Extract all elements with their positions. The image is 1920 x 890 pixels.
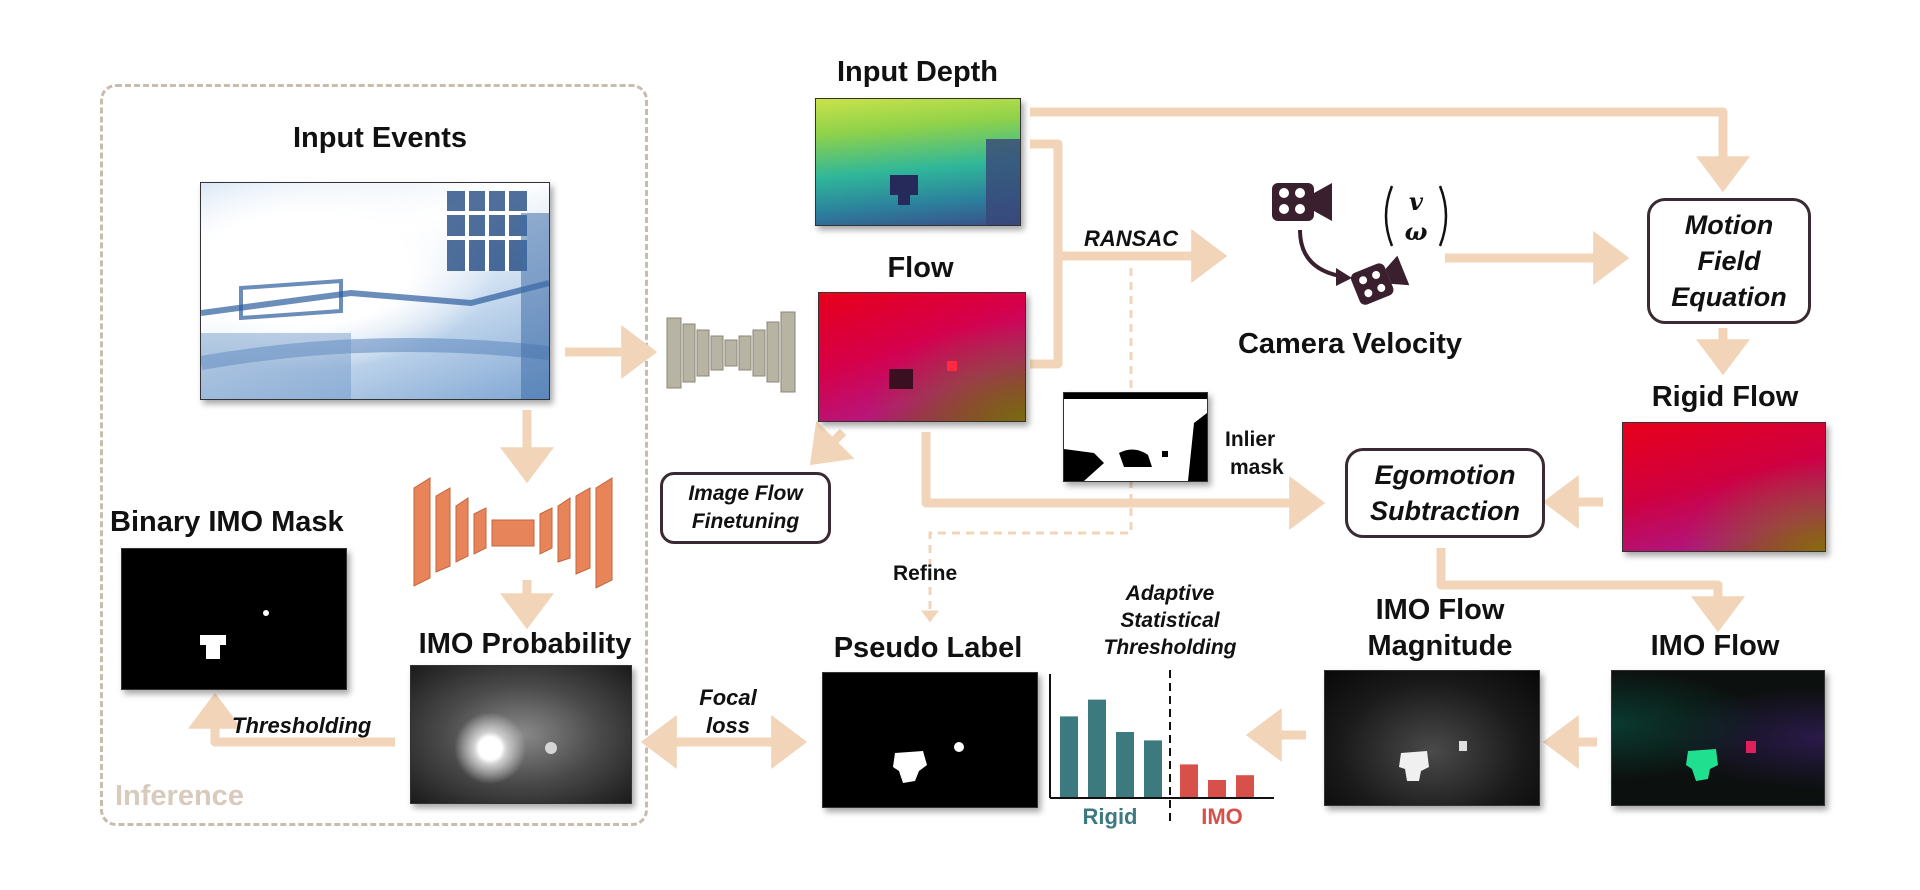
- input-events-image: [200, 182, 550, 400]
- imo-flow-title: IMO Flow: [1650, 630, 1780, 662]
- motion-field-line3: Equation: [1671, 282, 1787, 312]
- imo-flow-magnitude-title-2: Magnitude: [1367, 630, 1513, 662]
- camera-icon: [1272, 183, 1332, 221]
- inlier-mask-image: [1063, 392, 1208, 482]
- input-depth-title: Input Depth: [836, 56, 999, 88]
- threshold-chart: Rigid IMO: [1049, 670, 1274, 829]
- imo-flow-image: [1611, 670, 1825, 806]
- chart-bar-rigid-4: [1144, 740, 1162, 798]
- camera-velocity-title: Camera Velocity: [1237, 328, 1463, 360]
- chart-bar-rigid-1: [1060, 716, 1078, 798]
- arrow-depth-to-motionfield: [1030, 107, 1750, 193]
- inlier-mask-label-1: Inlier: [1225, 428, 1276, 451]
- chart-bar-imo-1: [1180, 764, 1198, 798]
- rigid-flow-image: [1622, 422, 1826, 552]
- ransac-label: RANSAC: [1084, 226, 1179, 251]
- egomotion-subtraction-box: Egomotion Subtraction: [1345, 448, 1545, 538]
- finetune-line1: Image Flow: [688, 482, 803, 505]
- imo-flow-magnitude-title-1: IMO Flow: [1375, 594, 1505, 626]
- arrow-flow-to-finetune: [809, 420, 855, 466]
- flow-network-icon: [666, 311, 796, 393]
- image-flow-finetuning-box: Image Flow Finetuning: [660, 472, 831, 544]
- chart-bar-imo-2: [1208, 780, 1226, 798]
- rigid-flow-title: Rigid Flow: [1651, 381, 1799, 413]
- adaptive-label-2: Statistical: [1120, 609, 1220, 632]
- input-events-title: Input Events: [292, 122, 467, 154]
- focal-loss-label-2: loss: [705, 713, 751, 738]
- motion-field-line2: Field: [1697, 246, 1761, 276]
- inference-label: Inference: [115, 780, 244, 812]
- input-depth-image: [815, 98, 1021, 226]
- binary-imo-mask-image: [121, 548, 347, 690]
- finetune-line2: Finetuning: [691, 510, 800, 533]
- egomotion-line1: Egomotion: [1374, 460, 1516, 490]
- events-texture: [201, 191, 549, 399]
- imo-probability-title: IMO Probability: [418, 628, 632, 660]
- motion-field-equation-box: Motion Field Equation: [1647, 198, 1811, 324]
- adaptive-label-1: Adaptive: [1125, 582, 1215, 605]
- chart-label-imo: IMO: [1201, 804, 1243, 829]
- chart-bar-rigid-3: [1116, 732, 1134, 798]
- inlier-mask-label-2: mask: [1230, 456, 1284, 479]
- arrow-ego-to-imoflow: [1436, 548, 1745, 633]
- thresholding-label: Thresholding: [232, 713, 372, 738]
- imo-probability-image: [410, 665, 632, 804]
- arrow-flow-to-ego: [921, 432, 1326, 530]
- arrow-ransac: [1030, 139, 1220, 369]
- refine-label: Refine: [893, 562, 958, 585]
- egomotion-line2: Subtraction: [1369, 496, 1520, 526]
- binary-imo-mask-title: Binary IMO Mask: [110, 506, 344, 538]
- chart-label-rigid: Rigid: [1083, 804, 1138, 829]
- arrow-thresholding: [188, 692, 395, 747]
- camera-moved-icon: [1350, 255, 1410, 305]
- velocity-v: v: [1409, 187, 1424, 216]
- chart-bar-rigid-2: [1088, 699, 1106, 798]
- camera-motion-arrow-icon: [1298, 229, 1352, 286]
- chart-bar-imo-3: [1236, 775, 1254, 798]
- flow-title: Flow: [887, 252, 954, 284]
- pseudo-label-image: [822, 672, 1038, 808]
- dashed-refine: [921, 480, 1133, 623]
- velocity-w: ω: [1405, 217, 1428, 246]
- inference-region: [100, 84, 648, 826]
- imo-flow-magnitude-image: [1324, 670, 1540, 806]
- flow-image: [818, 292, 1026, 422]
- velocity-vector-symbol: v ω: [1384, 185, 1448, 247]
- imo-network-icon: [413, 477, 613, 589]
- focal-loss-label-1: Focal: [699, 685, 757, 710]
- motion-field-line1: Motion: [1684, 210, 1774, 240]
- pseudo-label-title: Pseudo Label: [833, 632, 1023, 664]
- adaptive-label-3: Thresholding: [1103, 636, 1237, 659]
